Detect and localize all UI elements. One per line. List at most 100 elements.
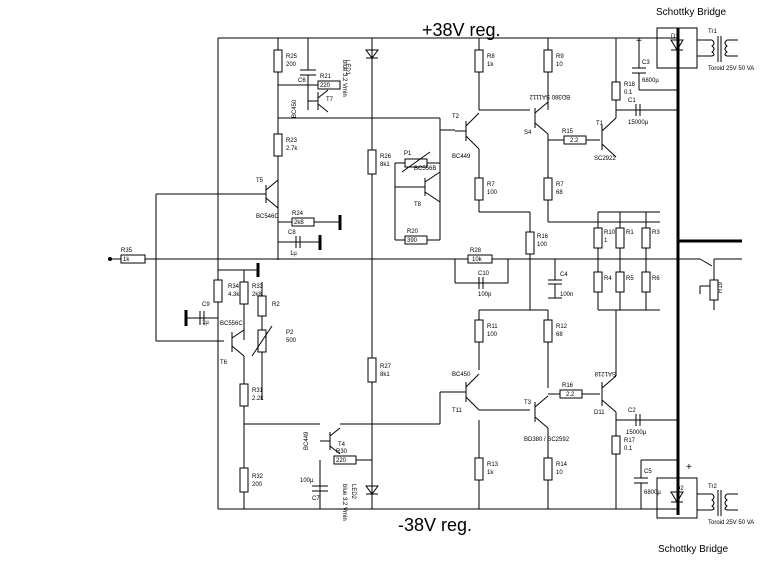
resistor-r28 (467, 254, 493, 264)
input-terminal (108, 257, 112, 261)
svg-text:10: 10 (556, 470, 563, 476)
svg-text:1k: 1k (487, 62, 494, 68)
svg-text:D2: D2 (676, 486, 684, 492)
svg-text:C8: C8 (288, 230, 296, 236)
resistor-r34 (213, 279, 223, 303)
led1-icon (365, 49, 379, 59)
svg-text:R32: R32 (252, 474, 264, 480)
svg-text:T3: T3 (524, 400, 532, 406)
svg-text:T11: T11 (452, 408, 463, 414)
bottom-bridge-diode-icon (670, 491, 684, 503)
svg-text:R23: R23 (286, 138, 298, 144)
svg-text:T2: T2 (452, 114, 460, 120)
svg-text:2k8: 2k8 (252, 292, 262, 298)
svg-text:100: 100 (537, 242, 548, 248)
resistor-r27 (367, 357, 377, 383)
svg-text:1µ: 1µ (290, 251, 297, 257)
svg-text:R34: R34 (228, 284, 240, 290)
svg-text:200: 200 (286, 62, 297, 68)
svg-text:T4: T4 (338, 442, 346, 448)
resistor-r25 (273, 49, 283, 73)
svg-text:2.2: 2.2 (570, 138, 579, 144)
svg-text:C5: C5 (644, 469, 652, 475)
resistor-r13 (474, 457, 484, 481)
svg-text:100: 100 (487, 190, 498, 196)
top-bridge-diode-icon (670, 39, 684, 51)
resistor-r5 (615, 271, 625, 293)
svg-text:220: 220 (336, 458, 347, 464)
bottom-bridge-box (656, 477, 698, 519)
svg-text:15000µ: 15000µ (628, 120, 649, 126)
svg-text:S4: S4 (524, 130, 532, 136)
resistor-r11 (474, 319, 484, 343)
svg-text:SC2922: SC2922 (594, 156, 616, 162)
svg-text:1k: 1k (123, 257, 130, 263)
svg-text:Tr2: Tr2 (708, 484, 717, 490)
svg-text:R5: R5 (626, 276, 634, 282)
svg-text:Toroid 25V 50 VA: Toroid 25V 50 VA (708, 66, 754, 72)
svg-text:T7: T7 (326, 97, 334, 103)
resistor-r35 (120, 254, 146, 264)
svg-text:R7: R7 (487, 182, 495, 188)
svg-text:R25: R25 (286, 54, 298, 60)
bottom-bridge-title: Schottky Bridge (658, 544, 728, 555)
svg-text:68: 68 (556, 190, 563, 196)
resistor-r32 (239, 467, 249, 493)
top-bridge-title: Schottky Bridge (656, 7, 726, 18)
svg-text:R1: R1 (626, 230, 634, 236)
negative-rail-label: -38V reg. (398, 515, 472, 535)
resistor-r10 (593, 227, 603, 249)
svg-text:D11: D11 (594, 410, 605, 416)
svg-text:R15: R15 (562, 129, 574, 135)
svg-text:R20: R20 (407, 229, 419, 235)
resistor-r21 (317, 80, 341, 90)
svg-text:C9: C9 (202, 302, 210, 308)
resistor-r2 (257, 295, 267, 317)
svg-text:1: 1 (604, 238, 608, 244)
svg-text:8k1: 8k1 (380, 372, 390, 378)
svg-text:BD380 / SC2592: BD380 / SC2592 (524, 437, 570, 443)
svg-text:C2: C2 (628, 408, 636, 414)
resistor-r15 (563, 135, 587, 145)
resistor-r16b (559, 389, 583, 399)
svg-text:0.1: 0.1 (624, 446, 633, 452)
svg-text:R12: R12 (556, 324, 568, 330)
svg-text:+: + (686, 462, 692, 473)
svg-text:D1: D1 (671, 34, 679, 40)
svg-text:LED2: LED2 (350, 484, 356, 500)
svg-text:R13: R13 (487, 462, 499, 468)
potentiometer-p1 (404, 158, 428, 168)
svg-text:R6: R6 (652, 276, 660, 282)
svg-text:C3: C3 (642, 60, 650, 66)
resistor-r20 (404, 235, 428, 245)
svg-text:Tr1: Tr1 (708, 29, 717, 35)
svg-text:6800µ: 6800µ (644, 490, 661, 496)
svg-text:6800µ: 6800µ (642, 78, 659, 84)
svg-text:10k: 10k (472, 257, 483, 263)
led2-icon (365, 485, 379, 495)
resistor-r7b (543, 177, 553, 201)
svg-text:200: 200 (252, 482, 263, 488)
svg-text:C6: C6 (298, 78, 306, 84)
svg-text:15000µ: 15000µ (626, 430, 647, 436)
resistor-r6 (641, 271, 651, 293)
svg-text:100p: 100p (478, 292, 492, 298)
svg-text:R30: R30 (336, 449, 348, 455)
svg-text:8k1: 8k1 (380, 162, 390, 168)
svg-text:0.1: 0.1 (624, 90, 633, 96)
svg-text:R18: R18 (624, 82, 636, 88)
svg-text:C1: C1 (628, 98, 636, 104)
svg-text:R21: R21 (320, 74, 332, 80)
resistor-r31 (239, 383, 249, 407)
svg-text:68: 68 (556, 332, 563, 338)
svg-text:T8: T8 (414, 202, 422, 208)
bottom-transformer-icon (711, 493, 715, 511)
svg-text:BC556C: BC556C (220, 321, 243, 327)
svg-text:R24: R24 (292, 211, 304, 217)
svg-text:P2: P2 (286, 330, 294, 336)
resistor-r4 (593, 271, 603, 293)
svg-text:T1: T1 (596, 121, 604, 127)
svg-text:R7: R7 (556, 182, 564, 188)
top-transformer-icon (711, 39, 715, 57)
